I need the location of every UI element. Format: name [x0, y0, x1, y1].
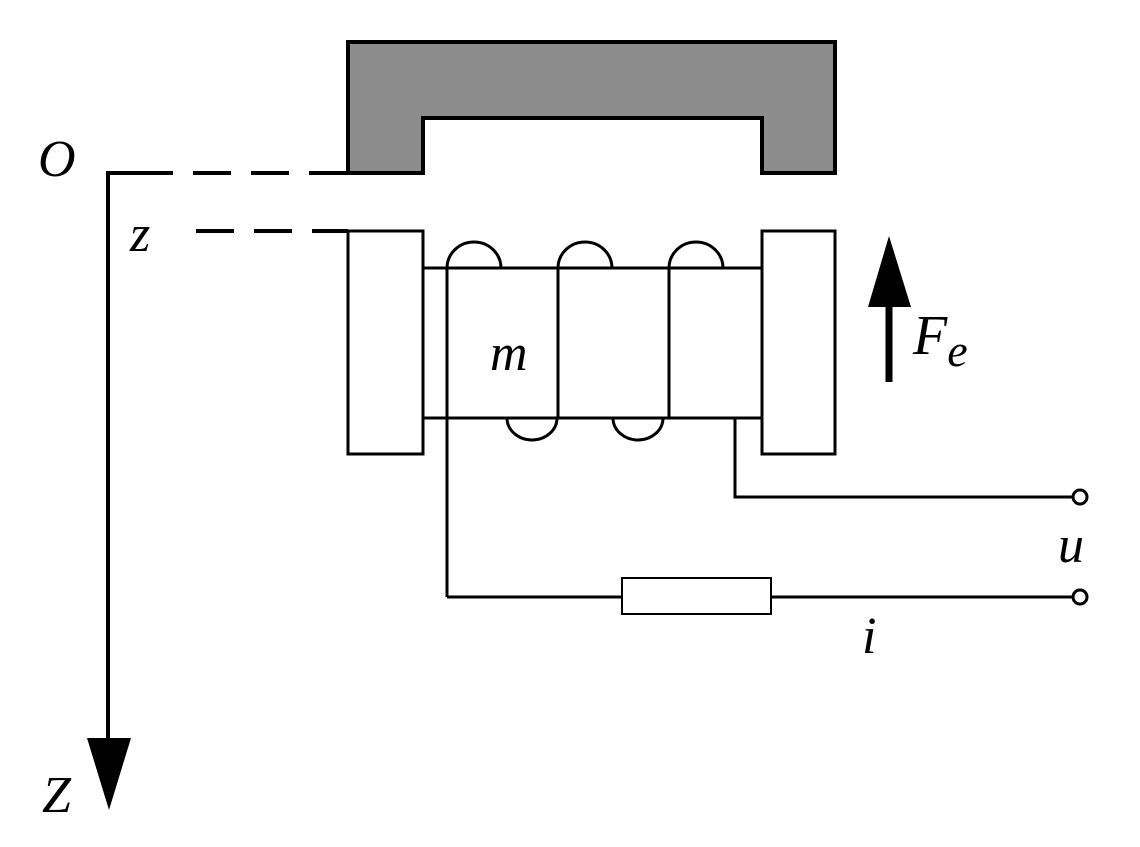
terminal-circle-icon [1071, 488, 1089, 506]
armature-right-pole [760, 229, 837, 456]
terminal-circle-icon [1071, 588, 1089, 606]
armature-left-pole [346, 229, 425, 456]
current-label: i [862, 608, 876, 665]
force-label: Fe [912, 305, 968, 376]
mass-label: m [490, 325, 528, 382]
force-label-sub: e [947, 325, 967, 376]
force-label-main: F [912, 305, 948, 367]
armature-body [421, 266, 764, 420]
arrow-up-icon [868, 236, 911, 307]
circuit-wires [447, 418, 1073, 599]
yoke [346, 40, 837, 175]
voltage-label: u [1058, 517, 1084, 574]
resistor [621, 577, 772, 615]
origin-label: O [38, 131, 76, 188]
arrow-down-icon [87, 738, 131, 810]
coil-winding [445, 240, 725, 597]
gap-label: z [129, 206, 150, 263]
axis-label: Z [42, 767, 72, 824]
